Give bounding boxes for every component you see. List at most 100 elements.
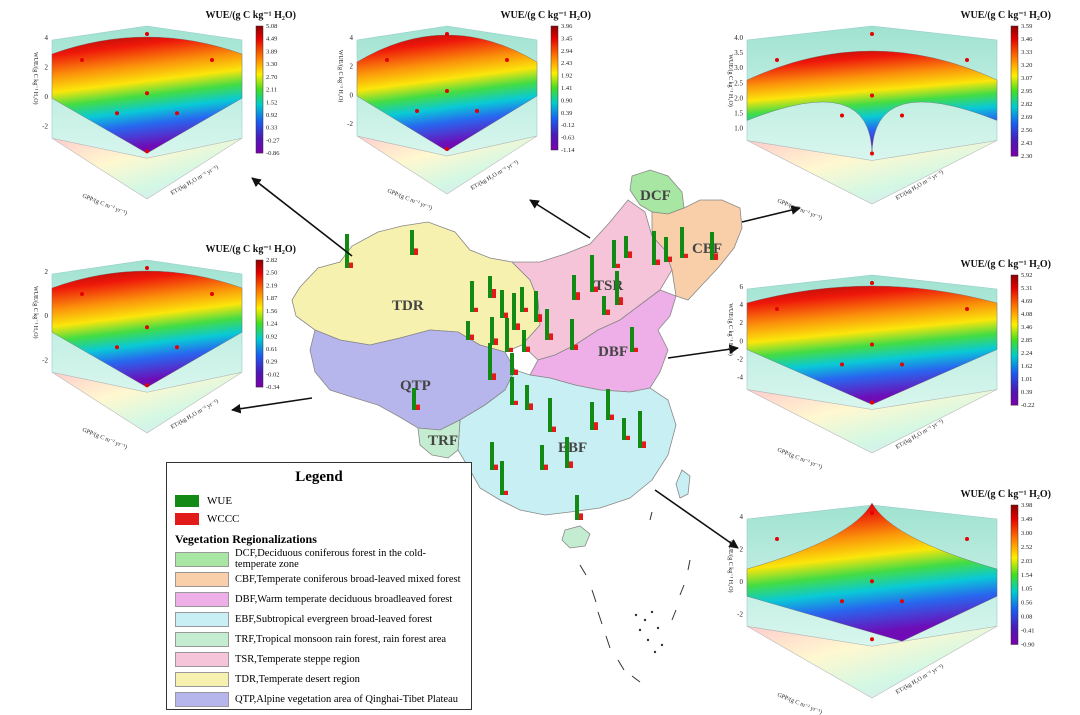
z-axis-title: WUE/(g C kg⁻¹ H₂O) bbox=[32, 286, 39, 339]
z-tick-label: 0 bbox=[45, 312, 49, 320]
sample-point bbox=[115, 345, 119, 350]
surface-floor bbox=[746, 625, 998, 699]
veg-swatch bbox=[175, 571, 229, 587]
wue-bar bbox=[522, 330, 526, 352]
sample-point bbox=[505, 58, 509, 62]
z-tick-label: 2.0 bbox=[734, 94, 743, 102]
station-marker bbox=[534, 291, 542, 322]
sample-point bbox=[145, 32, 149, 36]
wccc-swatch bbox=[175, 513, 199, 525]
wccc-bar bbox=[606, 309, 610, 315]
z-tick-label: 1.0 bbox=[734, 125, 743, 133]
sample-point bbox=[210, 58, 214, 62]
colorbar-tick-label: 2.19 bbox=[266, 282, 277, 289]
region-trf bbox=[417, 419, 461, 459]
sample-point bbox=[870, 637, 874, 642]
sample-point bbox=[210, 292, 214, 296]
region-label-dbf: DBF bbox=[598, 344, 628, 360]
sample-point bbox=[145, 149, 149, 154]
x-axis-title: GPP/(g C m⁻² yr⁻¹) bbox=[776, 197, 823, 221]
station-marker bbox=[510, 377, 518, 405]
wue-bar bbox=[490, 442, 494, 470]
wue-bar bbox=[680, 227, 684, 258]
station-marker bbox=[490, 442, 498, 470]
wue-bar bbox=[525, 385, 529, 410]
colorbar-tick-label: 0.08 bbox=[1021, 614, 1032, 621]
legend-veg-label: DBF,Warm temperate deciduous broadleaved… bbox=[235, 593, 453, 605]
station-marker bbox=[412, 388, 420, 410]
region-trf-hainan bbox=[561, 525, 591, 549]
veg-swatch bbox=[175, 611, 229, 627]
station-marker bbox=[512, 293, 520, 330]
station-marker bbox=[606, 389, 614, 420]
station-marker bbox=[638, 411, 646, 448]
z-tick-label: 4 bbox=[740, 301, 744, 309]
station-marker bbox=[624, 236, 632, 258]
colorbar-tick-label: -0.41 bbox=[1021, 628, 1035, 635]
wue-bar bbox=[590, 255, 594, 292]
wccc-bar bbox=[594, 286, 598, 292]
colorbar-tick-label: -0.63 bbox=[561, 135, 575, 142]
colorbar-tick-label: 2.56 bbox=[1021, 127, 1033, 134]
south-sea-dots bbox=[634, 610, 664, 654]
wccc-bar bbox=[470, 334, 474, 340]
sample-point bbox=[115, 111, 119, 116]
colorbar-tick-label: -0.12 bbox=[561, 122, 575, 129]
region-label-tdr: TDR bbox=[392, 298, 424, 314]
veg-swatch bbox=[175, 671, 229, 687]
wue-bar bbox=[638, 411, 642, 448]
wue-bar bbox=[545, 309, 549, 340]
surface-title: WUE/(g C kg⁻¹ H₂O) bbox=[206, 244, 296, 255]
sample-point bbox=[900, 113, 904, 118]
wue-bar bbox=[412, 388, 416, 410]
z-tick-label: -2 bbox=[42, 122, 48, 130]
region-label-ebf: EBF bbox=[558, 440, 587, 456]
wccc-bar bbox=[514, 369, 518, 375]
colorbar-tick-label: -0.86 bbox=[266, 150, 280, 157]
colorbar-tick-label: 2.95 bbox=[1021, 88, 1032, 95]
wccc-bar bbox=[349, 262, 353, 268]
veg-swatch bbox=[175, 631, 229, 647]
sample-point bbox=[840, 362, 844, 367]
station-marker bbox=[510, 353, 518, 375]
wccc-bar bbox=[656, 259, 660, 265]
sample-point bbox=[870, 400, 874, 405]
z-tick-label: 6 bbox=[740, 283, 744, 291]
station-marker bbox=[505, 318, 513, 352]
sample-point bbox=[965, 537, 969, 541]
wue-bar bbox=[505, 318, 509, 352]
station-marker bbox=[545, 309, 553, 340]
sample-point bbox=[145, 325, 149, 330]
colorbar-tick-label: 0.39 bbox=[561, 110, 572, 117]
station-marker bbox=[466, 321, 474, 340]
colorbar-tick-label: 1.92 bbox=[561, 73, 572, 80]
z-tick-label: 4 bbox=[350, 34, 354, 42]
colorbar-tick-label: 3.20 bbox=[1021, 62, 1032, 69]
legend-label-wccc: WCCC bbox=[207, 513, 240, 525]
colorbar-tick-label: 4.08 bbox=[1021, 311, 1032, 318]
z-tick-label: 2 bbox=[45, 268, 49, 276]
legend-veg-item: QTP,Alpine vegetation area of Qinghai-Ti… bbox=[175, 689, 463, 709]
colorbar-tick-label: -0.90 bbox=[1021, 642, 1035, 649]
region-label-qtp: QTP bbox=[400, 378, 431, 394]
sample-point bbox=[870, 281, 874, 285]
colorbar-tick-label: 3.00 bbox=[1021, 530, 1032, 537]
wccc-bar bbox=[526, 346, 530, 352]
colorbar-tick-label: 2.70 bbox=[266, 74, 277, 81]
z-tick-label: 0 bbox=[740, 337, 744, 345]
island-taiwan bbox=[675, 469, 691, 499]
legend-veg-item: DBF,Warm temperate deciduous broadleaved… bbox=[175, 589, 463, 609]
legend-item-wue: WUE bbox=[175, 492, 463, 510]
legend-item-wccc: WCCC bbox=[175, 510, 463, 528]
arrow-to-dbf-surface bbox=[667, 344, 739, 359]
station-marker bbox=[548, 398, 556, 432]
z-axis-title: WUE/(g C kg⁻¹ H₂O) bbox=[32, 52, 39, 105]
colorbar bbox=[1010, 504, 1019, 645]
wue-swatch bbox=[175, 495, 199, 507]
wue-bar bbox=[540, 445, 544, 470]
colorbar-tick-label: 3.30 bbox=[266, 61, 277, 68]
wccc-bar bbox=[516, 323, 520, 330]
z-tick-label: 4 bbox=[45, 34, 49, 42]
